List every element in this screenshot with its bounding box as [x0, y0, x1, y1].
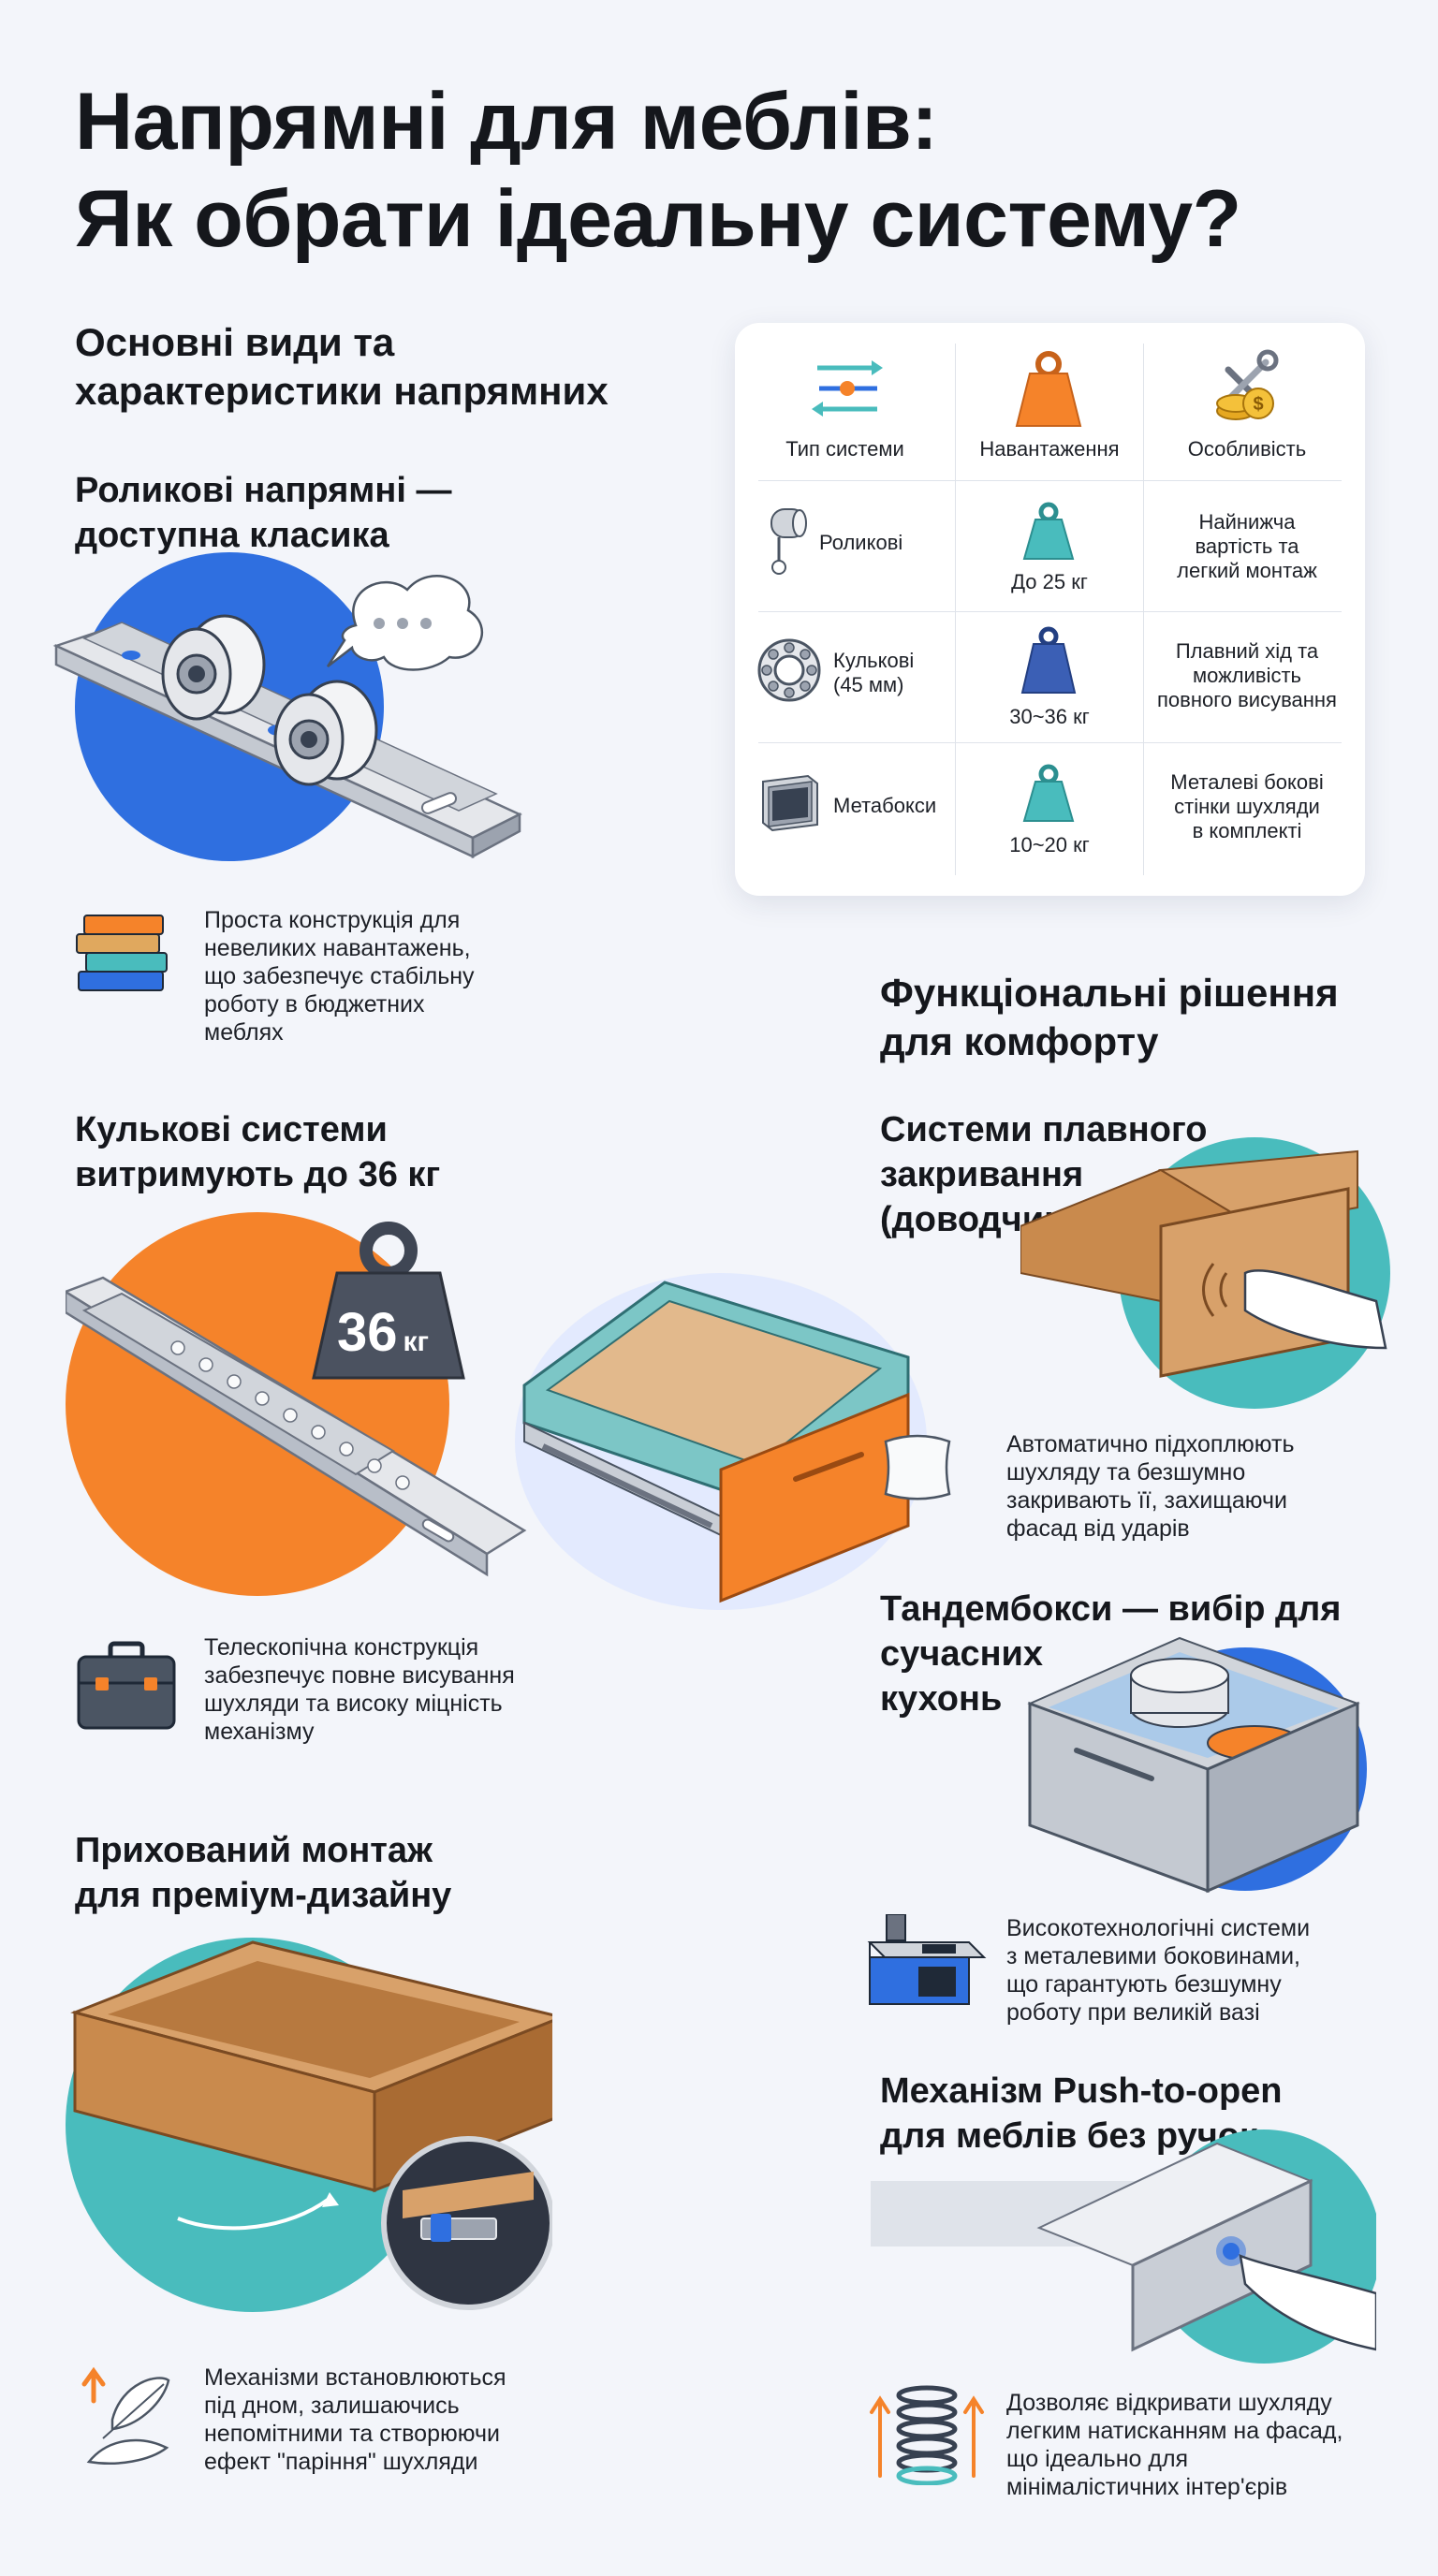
hidden-mount-illustration — [66, 1938, 552, 2312]
comparison-table: $ Тип системи Навантаження Особливість Р… — [735, 323, 1365, 896]
ball-description: Телескопічна конструкція забезпечує повн… — [204, 1634, 515, 1745]
table-row-load: До 25 кг — [1011, 570, 1088, 593]
table-divider — [758, 742, 1342, 743]
weight-36-icon — [312, 1222, 465, 1380]
weight-icon — [1022, 764, 1075, 822]
tandembox-heading: Тандембокси — вибір для сучасних кухонь — [880, 1589, 1342, 1719]
roller-icon — [770, 508, 807, 575]
weight-icon — [1020, 626, 1077, 694]
spring-icon — [870, 2385, 984, 2485]
table-divider — [758, 480, 1342, 481]
title-line-1: Напрямні для меблів: — [75, 77, 938, 167]
weight-icon — [1015, 351, 1082, 427]
roller-heading: Роликові напрямні — доступна класика — [75, 471, 452, 555]
title-line-2: Як обрати ідеальну систему? — [75, 174, 1241, 264]
soft-close-description: Автоматично підхоплюють шухляду та безшу… — [1006, 1431, 1295, 1542]
arrows-slider-icon — [812, 360, 883, 417]
push-open-illustration — [871, 2130, 1376, 2364]
soft-close-illustration — [1020, 1137, 1390, 1409]
table-row-type: Метабокси — [833, 794, 937, 817]
ball-rail-illustration — [66, 1212, 527, 1596]
svg-text:$: $ — [1253, 394, 1263, 415]
ball-heading: Кулькові системи витримують до 36 кг — [75, 1110, 441, 1194]
kitchen-icon — [867, 1914, 987, 2005]
drawer-illustration — [515, 1273, 927, 1610]
books-icon — [76, 915, 168, 991]
table-row-load: 30~36 кг — [1009, 705, 1090, 728]
weight-value: 36 — [337, 1302, 398, 1363]
toolbox-icon — [77, 1641, 176, 1730]
roller-wheel — [273, 680, 378, 786]
hidden-heading: Прихований монтаж для преміум-дизайну — [75, 1831, 452, 1915]
table-row-feature: Плавний хід та можливість повного висува… — [1157, 639, 1337, 711]
metabox-icon — [762, 774, 818, 832]
roller-description: Проста конструкція для невеликих наванта… — [204, 907, 475, 1046]
hidden-description: Механізми встановлюються під дном, залиш… — [204, 2364, 506, 2475]
table-row-feature: Найнижча вартість та легкий монтаж — [1177, 510, 1317, 582]
push-description: Дозволяє відкривати шухляду легким натис… — [1006, 2390, 1343, 2500]
table-divider — [955, 344, 956, 875]
roller-rail-illustration — [52, 552, 522, 861]
table-row-type: Кулькові (45 мм) — [833, 649, 915, 696]
tools-coins-icon: $ — [1216, 349, 1279, 420]
feather-icon — [81, 2366, 170, 2465]
weight-icon — [1022, 502, 1075, 560]
push-heading: Механізм Push-to-open для меблів без руч… — [880, 2071, 1283, 2156]
table-row-type: Роликові — [819, 531, 903, 554]
cushion-icon — [884, 1434, 951, 1500]
table-header-feature: Особливість — [1187, 437, 1307, 461]
table-header-load: Навантаження — [979, 437, 1120, 461]
table-row-load: 10~20 кг — [1009, 833, 1090, 856]
functional-heading: Функціональні рішення для комфорту — [880, 971, 1339, 1063]
table-header-type: Тип системи — [785, 437, 904, 461]
tandembox-illustration — [1027, 1636, 1367, 1894]
table-row-feature: Металеві бокові стінки шухляди в комплек… — [1170, 770, 1324, 842]
table-divider — [758, 611, 1342, 612]
overview-heading: Основні види та характеристики напрямних — [75, 320, 609, 413]
page-title: Напрямні для меблів: Як обрати ідеальну … — [75, 73, 1241, 268]
table-divider — [1143, 344, 1144, 875]
ball-bearing-icon — [757, 638, 821, 702]
tandembox-description: Високотехнологічні системи з металевими … — [1006, 1915, 1311, 2026]
weight-unit: кг — [403, 1326, 430, 1357]
roller-wheel — [161, 614, 266, 721]
